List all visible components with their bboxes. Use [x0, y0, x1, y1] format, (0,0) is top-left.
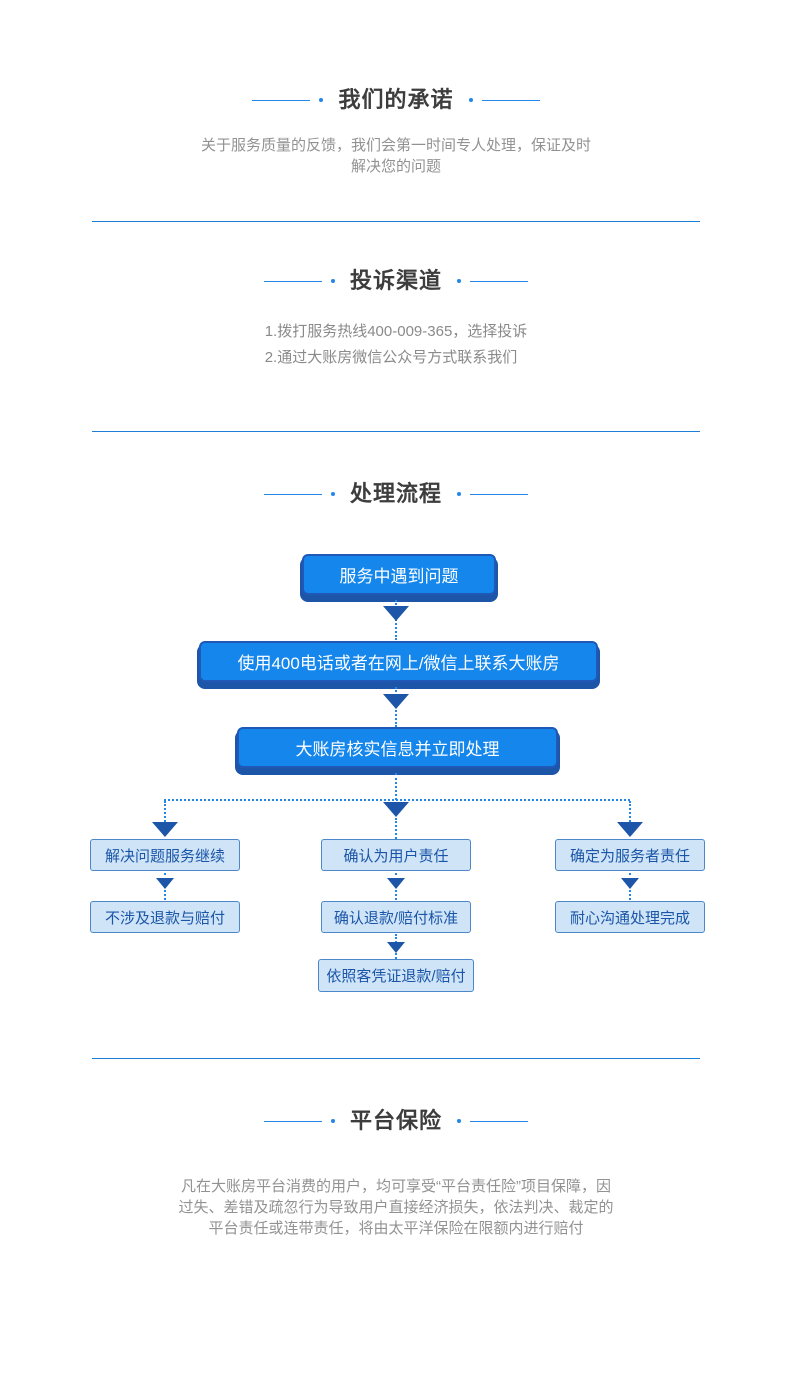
- arrow-down-icon: [383, 606, 409, 621]
- flow-connector-line: [629, 801, 631, 822]
- section-header-insurance: 平台保险: [0, 1108, 792, 1134]
- section-divider: [92, 1058, 700, 1059]
- title-line-icon: [263, 1120, 322, 1122]
- section-divider: [92, 221, 700, 222]
- title-line-icon: [263, 280, 322, 282]
- branch-box-solved: 解决问题服务继续: [90, 839, 240, 871]
- arrow-down-icon: [156, 878, 174, 889]
- title-dot-icon: [319, 98, 324, 102]
- arrow-down-icon: [617, 822, 643, 837]
- title-line-icon: [470, 1120, 528, 1122]
- title-dot-icon: [330, 279, 335, 283]
- title-line-icon: [252, 99, 311, 101]
- title-dot-icon: [457, 492, 461, 496]
- section-title-promise: 我们的承诺: [338, 87, 454, 112]
- section-title-process: 处理流程: [349, 481, 442, 506]
- branch-box-communication-done: 耐心沟通处理完成: [555, 901, 705, 933]
- branch-box-no-refund: 不涉及退款与赔付: [90, 901, 240, 933]
- promise-text: 关于服务质量的反馈，我们会第一时间专人处理，保证及时解决您的问题: [200, 137, 591, 175]
- title-line-icon: [470, 280, 528, 282]
- branch-box-voucher-refund: 依照客凭证退款/赔付: [318, 959, 474, 992]
- title-dot-icon: [330, 1119, 335, 1123]
- arrow-down-icon: [387, 942, 405, 953]
- title-dot-icon: [457, 1119, 461, 1123]
- arrow-down-icon: [152, 822, 178, 837]
- arrow-down-icon: [383, 802, 409, 817]
- section-title-insurance: 平台保险: [349, 1108, 442, 1133]
- arrow-down-icon: [387, 878, 405, 889]
- flow-connector-line: [395, 773, 397, 800]
- title-line-icon: [263, 493, 322, 495]
- title-dot-icon: [468, 98, 473, 102]
- flow-step-verify: 大账房核实信息并立即处理: [237, 727, 558, 768]
- title-dot-icon: [330, 492, 335, 496]
- title-dot-icon: [457, 279, 461, 283]
- section-header-process: 处理流程: [0, 481, 792, 507]
- title-line-icon: [481, 99, 540, 101]
- title-line-icon: [470, 493, 528, 495]
- flow-step-contact: 使用400电话或者在网上/微信上联系大账房: [199, 641, 598, 682]
- flow-connector-line: [164, 801, 166, 822]
- arrow-down-icon: [383, 694, 409, 709]
- flow-branch-line: [164, 799, 630, 801]
- section-divider: [92, 431, 700, 432]
- branch-box-refund-standard: 确认退款/赔付标准: [321, 901, 471, 933]
- branch-box-user-responsibility: 确认为用户责任: [321, 839, 471, 871]
- section-header-promise: 我们的承诺: [0, 87, 792, 113]
- flow-connector-line: [395, 818, 397, 839]
- arrow-down-icon: [621, 878, 639, 889]
- channel-item-hotline: 1.拨打服务热线400-009-365，选择投诉: [264, 323, 528, 340]
- flow-step-problem: 服务中遇到问题: [302, 554, 496, 595]
- insurance-text: 凡在大账房平台消费的用户，均可享受“平台责任险”项目保障，因过失、差错及疏忽行为…: [178, 1178, 614, 1237]
- section-header-channels: 投诉渠道: [0, 268, 792, 294]
- channels-list-inner: 1.拨打服务热线400-009-365，选择投诉 2.通过大账房微信公众号方式联…: [265, 319, 528, 371]
- channels-list: 1.拨打服务热线400-009-365，选择投诉 2.通过大账房微信公众号方式联…: [0, 319, 792, 371]
- branch-box-provider-responsibility: 确定为服务者责任: [555, 839, 705, 871]
- channel-item-wechat: 2.通过大账房微信公众号方式联系我们: [264, 349, 518, 366]
- section-title-channels: 投诉渠道: [349, 268, 442, 293]
